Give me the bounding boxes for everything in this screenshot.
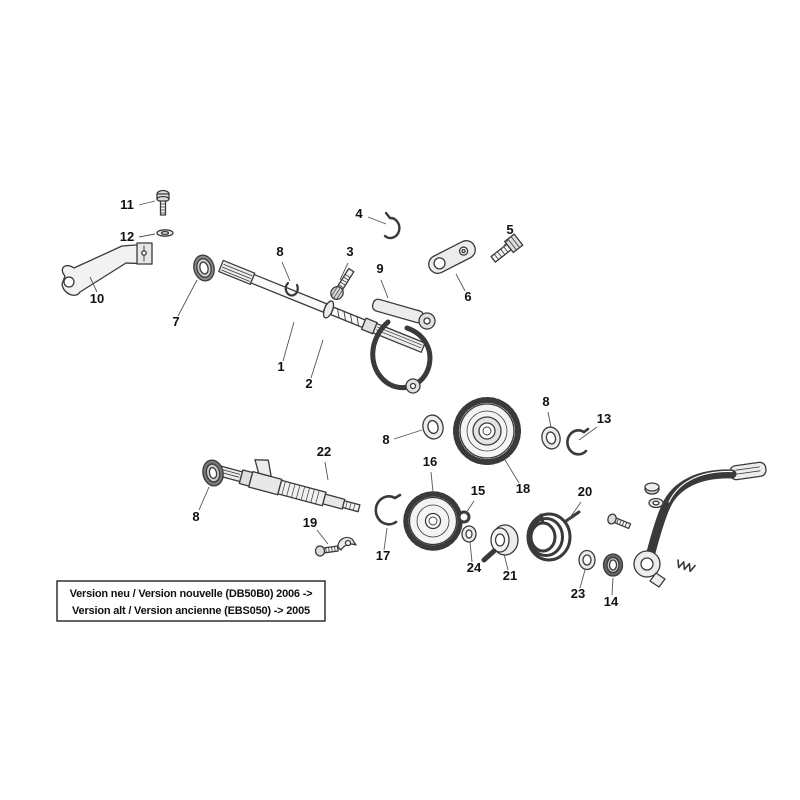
part-8-circlip-shaft: [286, 283, 298, 295]
part-11-bolt: [157, 191, 169, 216]
part-13-circlip: [567, 429, 588, 454]
part-14-seal: [604, 554, 623, 576]
leader-line-16: [430, 471, 434, 493]
leader-line-5: [500, 239, 509, 251]
leader-line-10: [89, 276, 98, 293]
part-5-bolt: [489, 234, 523, 265]
legend-line-1: Version neu / Version nouvelle (DB50B0) …: [70, 588, 313, 600]
part-number-2: 2: [305, 376, 312, 391]
part-number-4: 4: [355, 206, 363, 221]
leader-line-13: [578, 426, 598, 441]
part-number-13: 13: [597, 411, 611, 426]
leader-line-17: [383, 527, 388, 551]
leader-line-22: [324, 461, 329, 481]
leader-line-9: [380, 279, 389, 299]
leader-line-4: [367, 216, 387, 225]
part-number-18: 18: [516, 481, 530, 496]
part-6-cam-plate: [426, 238, 479, 277]
part-12-washer: [157, 230, 173, 236]
leader-line-14: [611, 577, 614, 596]
part-9-shift-arm-assembly: [371, 298, 435, 393]
part-number-1: 1: [277, 359, 284, 374]
part-number-24: 24: [467, 560, 482, 575]
part-number-6: 6: [464, 289, 471, 304]
part-number-14: 14: [604, 594, 619, 609]
part-number-8: 8: [192, 509, 199, 524]
part-number-8: 8: [276, 244, 283, 259]
part-number-20: 20: [578, 484, 592, 499]
leader-line-12: [138, 233, 156, 238]
part-number-3: 3: [346, 244, 353, 259]
part-22-kickstart-shaft: [214, 448, 365, 516]
part-number-12: 12: [120, 229, 134, 244]
part-19-guide-plate: [338, 537, 356, 550]
leader-line-15: [465, 500, 475, 514]
leader-line-8: [281, 261, 291, 282]
part-7-seal: [191, 253, 217, 283]
leader-line-7: [177, 279, 198, 317]
kick-lever-hardware: [606, 483, 695, 572]
part-3-bolt: [328, 267, 356, 302]
kickstart-lever: [634, 462, 767, 587]
part-number-23: 23: [571, 586, 585, 601]
part-number-19: 19: [303, 515, 317, 530]
part-labels: 1234567888891011121314151617181920212223…: [89, 197, 619, 609]
leader-line-23: [579, 569, 586, 589]
part-number-15: 15: [471, 483, 485, 498]
legend-line-2: Version alt / Version ancienne (EBS050) …: [72, 605, 310, 617]
clamp-bolt: [606, 513, 631, 531]
part-number-16: 16: [423, 454, 437, 469]
leader-line-21: [503, 553, 509, 571]
part-number-8: 8: [382, 432, 389, 447]
kick-shaft-stop-arm: [252, 457, 275, 477]
part-23-washer: [579, 551, 595, 570]
part-17-spring-clip: [376, 495, 400, 524]
leader-line-8: [547, 411, 552, 428]
part-10-shift-lever: [62, 243, 152, 295]
part-24-washer: [462, 526, 476, 542]
part-number-7: 7: [172, 314, 179, 329]
part-21-ratchet: [484, 525, 518, 560]
part-number-10: 10: [90, 291, 104, 306]
part-4-spring-clip: [385, 213, 399, 238]
leader-line-19: [316, 529, 329, 545]
part-number-8: 8: [542, 394, 549, 409]
leader-line-8: [393, 429, 423, 440]
part-number-11: 11: [120, 197, 134, 212]
leader-line-24: [469, 541, 473, 563]
part-20-return-spring: [528, 512, 579, 560]
leader-line-2: [310, 339, 324, 379]
legend-box: Version neu / Version nouvelle (DB50B0) …: [56, 580, 326, 622]
part-number-17: 17: [376, 548, 390, 563]
leader-line-8: [198, 486, 210, 511]
part-8-washer-right: [540, 425, 563, 451]
shaft-spring-coil: [334, 309, 361, 326]
legend-border: [56, 580, 326, 622]
leader-line-3: [339, 262, 349, 281]
small-spring: [676, 560, 695, 572]
part-16-gear: [406, 494, 460, 548]
part-8-seal-kickshaft: [201, 458, 226, 488]
part-19-bolt: [315, 544, 339, 557]
part-number-22: 22: [317, 444, 331, 459]
part-number-9: 9: [376, 261, 383, 276]
part-15-ring: [459, 512, 469, 522]
part-8-washer-left: [420, 413, 445, 441]
leader-line-6: [455, 273, 466, 292]
part-number-5: 5: [506, 222, 513, 237]
part-18-gear: [456, 400, 518, 462]
leader-line-1: [282, 321, 295, 362]
leader-line-20: [566, 501, 582, 523]
part-number-21: 21: [503, 568, 517, 583]
leader-line-18: [504, 459, 520, 484]
leader-line-11: [138, 200, 156, 206]
